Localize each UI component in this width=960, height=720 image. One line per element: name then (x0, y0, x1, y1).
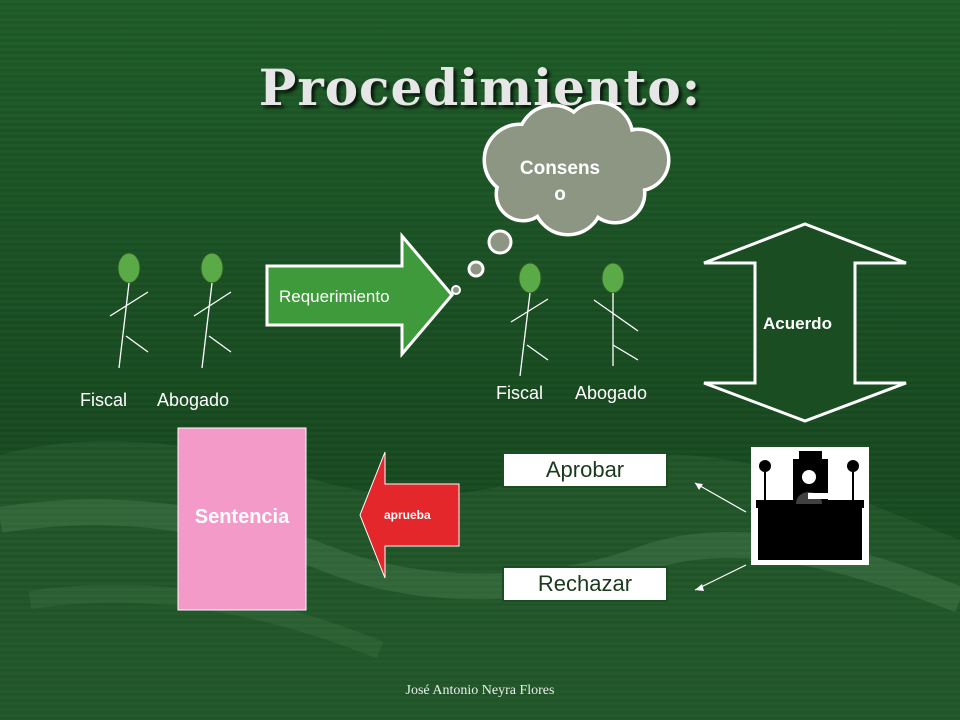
consenso-cloud (482, 100, 671, 237)
judge-icon (751, 447, 869, 565)
rechazar-box: Rechazar (502, 566, 668, 602)
aprueba-arrow (359, 451, 460, 579)
fiscal-label-right: Fiscal (496, 383, 544, 403)
fiscal-label-left: Fiscal (80, 390, 128, 410)
footer-author: José Antonio Neyra Flores (405, 683, 555, 698)
thought-bubble-small (451, 285, 461, 295)
abogado-label-left: Abogado (157, 390, 230, 410)
aprueba-label: aprueba (384, 508, 431, 522)
thought-bubble-large (487, 229, 513, 255)
aprobar-box: Aprobar (502, 452, 668, 488)
stick-figure-fiscal-left (109, 252, 149, 369)
stick-figure-abogado-right (593, 262, 639, 366)
requerimiento-arrow (265, 231, 454, 359)
consenso-label-line1: Consens (519, 158, 601, 179)
connector-to-aprobar (694, 482, 747, 513)
stick-figure-abogado-left (193, 252, 232, 369)
acuerdo-double-arrow (703, 222, 907, 423)
acuerdo-label: Acuerdo (763, 314, 832, 333)
abogado-label-right: Abogado (575, 383, 648, 403)
page-title: Procedimiento: (258, 58, 702, 117)
thought-bubble-medium (467, 260, 485, 278)
sentencia-box (177, 427, 307, 611)
consenso-label-line2: o (554, 184, 566, 205)
requerimiento-label: Requerimiento (279, 287, 390, 306)
sentencia-label: Sentencia (194, 506, 290, 528)
stick-figure-fiscal-right (510, 262, 549, 377)
connector-to-rechazar (694, 564, 747, 591)
